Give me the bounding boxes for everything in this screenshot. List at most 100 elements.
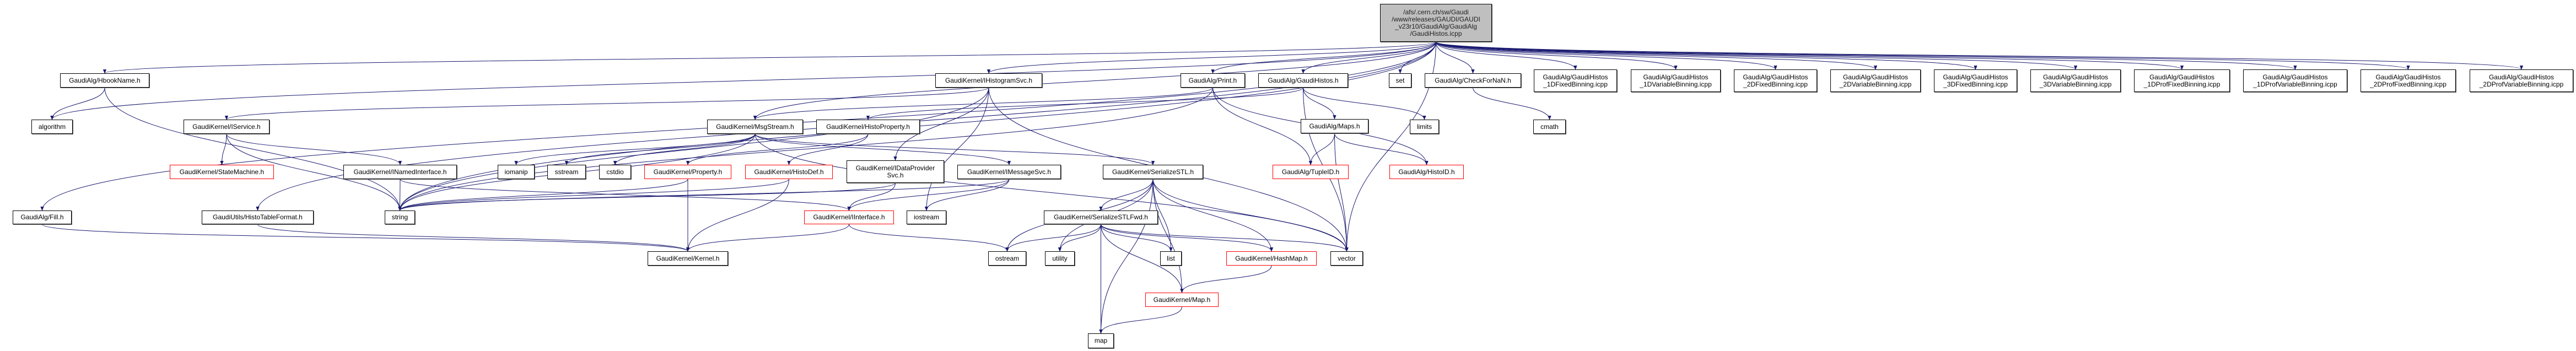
graph-node-ostream[interactable]: ostream — [988, 251, 1026, 266]
edge-serstlfwd-to-vector — [1101, 224, 1349, 252]
graph-node-inamed[interactable]: GaudiKernel/INamedInterface.h — [343, 165, 457, 179]
edge-serstlfwd-to-ostream — [1005, 224, 1101, 252]
edge-ihistsvc-to-iservice — [225, 87, 989, 120]
graph-node-i3dfix[interactable]: GaudiAlg/GaudiHistos _3DFixedBinning.icp… — [1934, 69, 2017, 92]
graph-node-hbook[interactable]: GaudiAlg/HbookName.h — [60, 73, 149, 88]
graph-node-iostream[interactable]: iostream — [907, 210, 946, 224]
graph-node-set[interactable]: set — [1389, 73, 1411, 88]
graph-node-limits[interactable]: limits — [1410, 120, 1439, 134]
graph-node-statemachine[interactable]: GaudiKernel/StateMachine.h — [170, 165, 274, 179]
edge-checknan-to-cmath — [1473, 87, 1551, 120]
edge-hbook-to-string — [104, 87, 402, 211]
edge-iservice-to-inamed — [226, 133, 402, 165]
graph-node-sstream[interactable]: sstream — [547, 165, 586, 179]
edge-iinterface-to-ostream — [849, 224, 1009, 252]
graph-node-maps[interactable]: GaudiAlg/Maps.h — [1301, 119, 1368, 133]
graph-node-cstdio[interactable]: cstdio — [599, 165, 631, 179]
graph-node-root[interactable]: /afs/.cern.ch/sw/Gaudi /www/releases/GAU… — [1380, 4, 1492, 42]
edge-root-to-i3dvar — [1436, 41, 2077, 70]
edge-serstlfwd-to-list — [1101, 224, 1173, 252]
graph-node-hashmap[interactable]: GaudiKernel/HashMap.h — [1226, 251, 1317, 266]
edge-root-to-i2dproffix — [1436, 41, 2410, 70]
graph-node-i1dvar[interactable]: GaudiAlg/GaudiHistos _1DVariableBinning.… — [1631, 69, 1721, 92]
graph-node-i2dprofvar[interactable]: GaudiAlg/GaudiHistos _2DProfVariableBinn… — [2470, 69, 2573, 92]
edge-serstl-to-map — [1099, 179, 1154, 334]
graph-node-ihistsvc[interactable]: GaudiKernel/IHistogramSvc.h — [935, 73, 1042, 88]
edge-fill-to-kernel — [42, 224, 689, 252]
graph-node-iomanip[interactable]: iomanip — [498, 165, 535, 179]
graph-node-msgstream[interactable]: GaudiKernel/MsgStream.h — [707, 120, 803, 134]
edge-serstlfwd-to-maph — [1101, 224, 1184, 293]
graph-node-iinterface[interactable]: GaudiKernel/IInterface.h — [804, 210, 894, 224]
graph-node-i1dproffix[interactable]: GaudiAlg/GaudiHistos _1DProfFixedBinning… — [2134, 69, 2230, 92]
edge-ihistsvc-to-iostream — [924, 87, 989, 211]
edge-histotable-to-kernel — [257, 224, 690, 252]
edge-ihistsvc-to-idataprov — [893, 87, 989, 161]
edge-msgstream-to-sstream — [564, 133, 756, 165]
edge-maps-to-tupleid — [1308, 133, 1335, 165]
graph-node-histoprop[interactable]: GaudiKernel/HistoProperty.h — [816, 120, 920, 134]
edge-imsgsvc-to-iinterface — [847, 179, 1010, 211]
graph-node-tupleid[interactable]: GaudiAlg/TupleID.h — [1273, 165, 1349, 179]
edge-serstl-to-list — [1152, 179, 1173, 252]
edge-serstlfwd-to-utility — [1058, 224, 1101, 252]
edge-iinterface-to-kernel — [686, 224, 849, 252]
graph-node-string[interactable]: string — [385, 210, 415, 224]
edge-root-to-ihistsvc — [987, 41, 1436, 74]
edge-root-to-gaudihistos — [1301, 41, 1436, 74]
graph-node-vector[interactable]: vector — [1330, 251, 1363, 266]
edge-root-to-set — [1398, 41, 1436, 74]
graph-node-i1dfix[interactable]: GaudiAlg/GaudiHistos _1DFixedBinning.icp… — [1534, 69, 1617, 92]
edge-iservice-to-statemachine — [220, 133, 227, 165]
graph-node-i2dvar[interactable]: GaudiAlg/GaudiHistos _2DVariableBinning.… — [1830, 69, 1921, 92]
edge-msgstream-to-cstdio — [613, 133, 756, 165]
graph-node-cmath[interactable]: cmath — [1533, 120, 1566, 134]
graph-node-property[interactable]: GaudiKernel/Property.h — [644, 165, 731, 179]
edge-gaudihistos-to-histoprop — [866, 87, 1303, 120]
graph-node-list[interactable]: list — [1160, 251, 1182, 266]
edge-root-to-i1dproffix — [1436, 41, 2184, 70]
graph-node-iservice[interactable]: GaudiKernel/IService.h — [184, 120, 270, 134]
edge-print-to-msgstream — [753, 87, 1213, 120]
edge-serstlfwd-to-hashmap — [1101, 224, 1274, 252]
graph-node-histotable[interactable]: GaudiUtils/HistoTableFormat.h — [202, 210, 314, 224]
graph-node-i1dprofvar[interactable]: GaudiAlg/GaudiHistos _1DProfVariableBinn… — [2243, 69, 2347, 92]
graph-node-algorithm[interactable]: algorithm — [31, 120, 73, 134]
graph-node-i2dfix[interactable]: GaudiAlg/GaudiHistos _2DFixedBinning.icp… — [1734, 69, 1817, 92]
graph-node-gaudihistos[interactable]: GaudiAlg/GaudiHistos.h — [1258, 73, 1348, 88]
edge-msgstream-to-imsgsvc — [755, 133, 1011, 165]
graph-node-print[interactable]: GaudiAlg/Print.h — [1181, 73, 1245, 88]
graph-node-fill[interactable]: GaudiAlg/Fill.h — [13, 210, 72, 224]
graph-node-kernel[interactable]: GaudiKernel/Kernel.h — [648, 251, 728, 266]
edge-root-to-algorithm — [50, 41, 1436, 120]
edge-property-to-string — [398, 179, 688, 211]
graph-node-histodef[interactable]: GaudiKernel/HistoDef.h — [745, 165, 833, 179]
edge-iservice-to-string — [226, 133, 402, 211]
edge-root-to-i1dvar — [1436, 41, 1678, 70]
edge-root-to-i1dfix — [1436, 41, 1577, 70]
edge-msgstream-to-iomanip — [514, 133, 756, 165]
edge-histoprop-to-property — [686, 133, 869, 165]
graph-node-i3dvar[interactable]: GaudiAlg/GaudiHistos _3DVariableBinning.… — [2030, 69, 2121, 92]
graph-node-imsgsvc[interactable]: GaudiKernel/IMessageSvc.h — [957, 165, 1061, 179]
edge-inamed-to-string — [398, 179, 402, 211]
graph-node-serstl[interactable]: GaudiKernel/SerializeSTL.h — [1103, 165, 1203, 179]
edge-root-to-i2dvar — [1436, 41, 1878, 70]
edge-print-to-string — [398, 87, 1213, 211]
edge-idataprov-to-iinterface — [847, 182, 896, 211]
edge-hbook-to-algorithm — [50, 87, 105, 120]
graph-node-histoid[interactable]: GaudiAlg/HistoID.h — [1389, 165, 1464, 179]
edge-root-to-checknan — [1436, 41, 1475, 74]
edge-msgstream-to-vector — [755, 133, 1349, 252]
graph-node-map[interactable]: map — [1088, 333, 1114, 348]
edge-gaudihistos-to-maps — [1303, 87, 1336, 120]
graph-node-serstlfwd[interactable]: GaudiKernel/SerializeSTLFwd.h — [1044, 210, 1158, 224]
graph-node-maph[interactable]: GaudiKernel/Map.h — [1145, 293, 1219, 307]
edge-hashmap-to-maph — [1180, 265, 1272, 293]
graph-node-idataprov[interactable]: GaudiKernel/IDataProvider Svc.h — [847, 160, 944, 183]
graph-node-i2dproffix[interactable]: GaudiAlg/GaudiHistos _2DProfFixedBinning… — [2361, 69, 2456, 92]
graph-node-utility[interactable]: utility — [1045, 251, 1075, 266]
graph-node-checknan[interactable]: GaudiAlg/CheckForNaN.h — [1425, 73, 1521, 88]
edge-histoprop-to-histodef — [787, 133, 869, 165]
